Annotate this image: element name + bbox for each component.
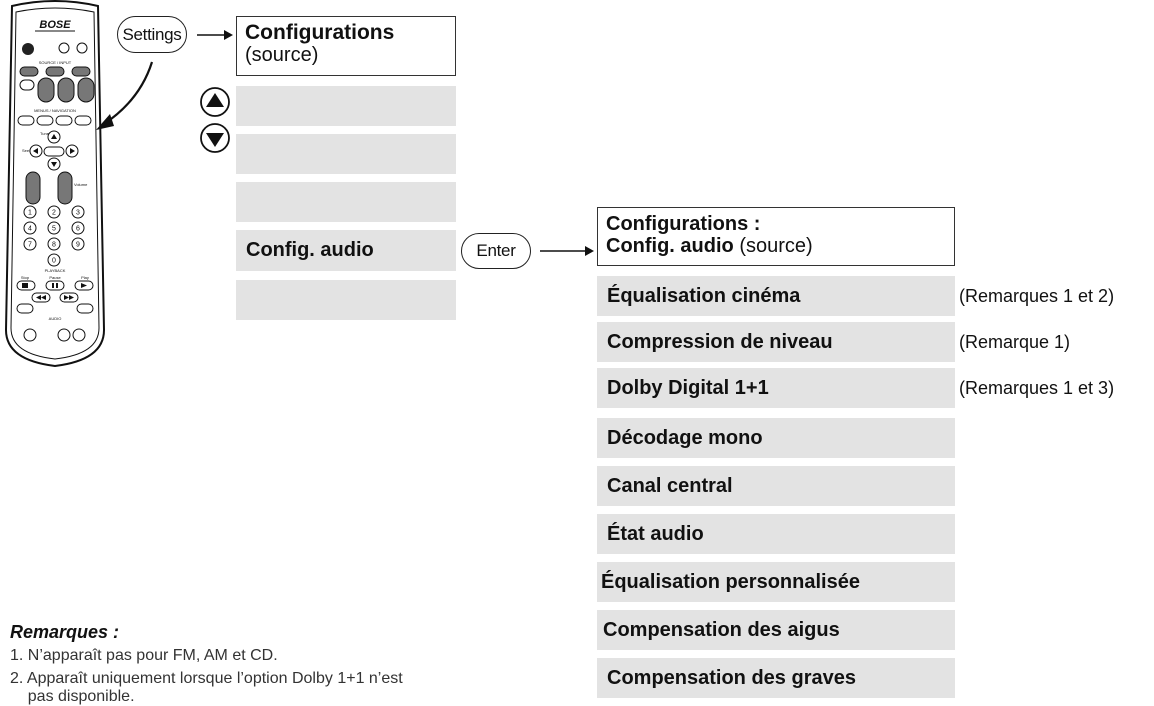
side-note-remarques-1-2: (Remarques 1 et 2) <box>959 286 1115 306</box>
remote-label-play: Play <box>81 275 89 280</box>
remote-label-audio: AUDIO <box>49 316 62 321</box>
remote-label-pause: Pause <box>49 275 61 280</box>
remote-label-source: SOURCE / INPUT <box>39 60 72 65</box>
enter-button[interactable]: Enter <box>461 233 531 269</box>
menu-subtitle: (source) <box>245 44 319 66</box>
menu2-item-decodage-mono[interactable]: Décodage mono <box>597 418 955 458</box>
remote-brand-logo: BOSE <box>39 19 71 31</box>
keypad-key-label-9: 9 <box>76 242 80 249</box>
remote-label-tune: Tune <box>40 131 50 136</box>
menu2-item-compensation-aigus[interactable]: Compensation des aigus <box>597 610 955 650</box>
remote-label-seek: Seek <box>22 148 31 153</box>
configurations-menu-header: Configurations (source) <box>236 16 456 76</box>
remote-label-playback: PLAYBACK <box>45 268 66 273</box>
keypad-key-label-1: 1 <box>28 210 32 217</box>
menu2-item-etat-audio[interactable]: État audio <box>597 514 955 554</box>
keypad-key-label-0: 0 <box>52 258 56 265</box>
menu2-item-equalisation-cinema[interactable]: Équalisation cinéma <box>597 276 955 316</box>
keypad-key-9 <box>71 237 85 251</box>
keypad-key-6 <box>71 221 85 235</box>
down-arrow-button-icon[interactable] <box>199 122 231 154</box>
settings-button[interactable]: Settings <box>117 16 187 53</box>
side-note-remarque-1: (Remarque 1) <box>959 332 1071 352</box>
keypad-key-4 <box>23 221 37 235</box>
arrow-enter-to-menu <box>540 246 594 256</box>
menu1-item-blank-3[interactable] <box>236 182 456 222</box>
keypad-key-3 <box>71 205 85 219</box>
side-note-remarques-1-3: (Remarques 1 et 3) <box>959 378 1115 398</box>
keypad-key-label-7: 7 <box>28 242 32 249</box>
note-line-3: pas disponible. <box>10 688 135 705</box>
config-audio-menu-header: Configurations : Config. audio (source) <box>597 207 955 266</box>
menu-title: Configurations <box>245 21 395 44</box>
keypad-key-label-8: 8 <box>52 242 56 249</box>
keypad-key-1 <box>23 205 37 219</box>
keypad-key-7 <box>23 237 37 251</box>
note-line-2: 2. Apparaît uniquement lorsque l’option … <box>10 670 403 687</box>
menu1-item-config-audio[interactable]: Config. audio <box>236 230 456 271</box>
menu2-title-bold: Config. audio <box>606 235 734 257</box>
menu2-item-compression-niveau[interactable]: Compression de niveau <box>597 322 955 362</box>
keypad-key-2 <box>47 205 61 219</box>
keypad-key-label-2: 2 <box>52 210 56 217</box>
menu1-item-blank-1[interactable] <box>236 86 456 126</box>
note-line-1: 1. N’apparaît pas pour FM, AM et CD. <box>10 647 278 664</box>
menu2-item-canal-central[interactable]: Canal central <box>597 466 955 506</box>
curved-arrow-to-remote <box>96 61 154 130</box>
keypad-key-label-6: 6 <box>76 226 80 233</box>
remote-label-menus: MENUS / NAVIGATION <box>34 108 76 113</box>
menu1-item-blank-2[interactable] <box>236 134 456 174</box>
menu2-title-line1: Configurations : <box>606 213 761 235</box>
arrow-settings-to-menu <box>197 30 233 40</box>
menu2-title-normal: (source) <box>733 235 813 257</box>
remote-label-volume: Volume <box>74 182 88 187</box>
notes-title: Remarques : <box>10 622 120 642</box>
menu1-item-blank-4[interactable] <box>236 280 456 320</box>
keypad-key-label-4: 4 <box>28 226 32 233</box>
keypad-key-label-5: 5 <box>52 226 56 233</box>
menu2-item-dolby-digital[interactable]: Dolby Digital 1+1 <box>597 368 955 408</box>
remote-control: BOSE SOURCE / INPUT MENUS / NAVIGATION T… <box>4 0 106 368</box>
menu2-item-compensation-graves[interactable]: Compensation des graves <box>597 658 955 698</box>
keypad-key-0 <box>47 253 61 267</box>
keypad-key-5 <box>47 221 61 235</box>
keypad-key-label-3: 3 <box>76 210 80 217</box>
remote-label-stop: Stop <box>21 275 30 280</box>
keypad-key-8 <box>47 237 61 251</box>
up-arrow-button-icon[interactable] <box>199 86 231 118</box>
menu2-item-equalisation-personnalisee[interactable]: Équalisation personnalisée <box>597 562 955 602</box>
